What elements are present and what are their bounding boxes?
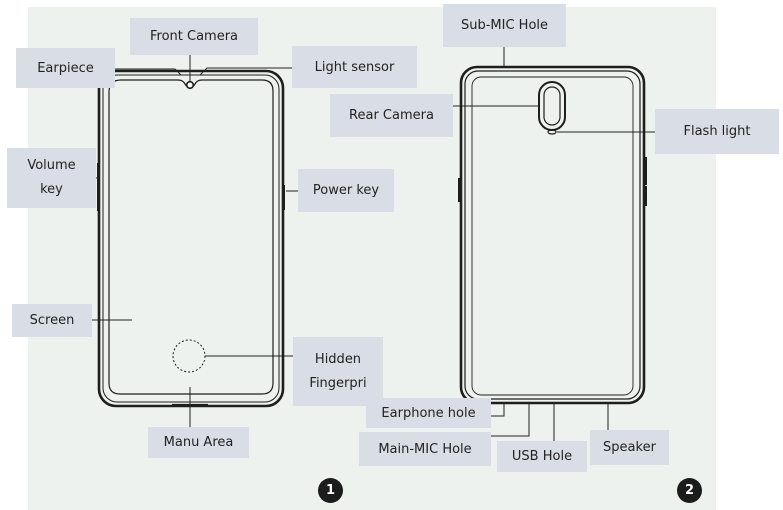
label-speaker: Speaker	[590, 430, 669, 465]
label-light-sensor: Light sensor	[292, 46, 417, 88]
label-hidden-fingerprint-line2: Fingerpri	[309, 375, 367, 391]
label-volume-key-line2: key	[40, 182, 63, 197]
label-main-mic-hole: Main-MIC Hole	[359, 432, 491, 466]
leader-main-mic	[491, 404, 530, 437]
label-volume-key: Volume key	[7, 148, 96, 208]
label-volume-key-line1: Volume	[27, 158, 76, 173]
volume-key-shape	[97, 163, 100, 211]
label-usb-hole: USB Hole	[497, 441, 587, 472]
leader-light-sensor	[199, 67, 292, 76]
phone-back	[458, 65, 647, 405]
back-side-key-right-a	[644, 157, 647, 185]
label-front-camera: Front Camera	[130, 18, 258, 55]
leader-lines	[92, 47, 655, 441]
flash-light-shape	[547, 129, 557, 135]
back-side-key-right-b	[644, 186, 647, 206]
label-earpiece: Earpiece	[16, 48, 115, 88]
label-earphone-hole: Earphone hole	[366, 398, 491, 428]
label-menu-area: Manu Area	[148, 427, 249, 458]
badge-front-view: 1	[318, 478, 343, 503]
badge-back-view: 2	[677, 478, 702, 503]
label-sub-mic-hole: Sub-MIC Hole	[443, 4, 566, 47]
label-flash-light: Flash light	[655, 109, 779, 154]
leader-earpiece	[115, 68, 182, 76]
back-body-outer	[459, 65, 646, 405]
rear-camera-inner	[543, 86, 561, 126]
label-screen: Screen	[12, 304, 92, 337]
rear-camera-outer	[538, 81, 566, 131]
fingerprint-area	[172, 339, 206, 373]
label-hidden-fingerprint: Hidden Fingerpri	[293, 337, 383, 406]
back-panel-line	[471, 76, 634, 396]
front-camera-lens	[185, 80, 195, 90]
front-body-inner	[102, 74, 280, 403]
front-screen-outline	[108, 79, 274, 395]
label-rear-camera: Rear Camera	[330, 94, 453, 137]
label-hidden-fingerprint-line1: Hidden	[314, 351, 362, 367]
back-body-inner	[464, 70, 641, 400]
label-power-key: Power key	[298, 169, 394, 212]
back-side-key-left	[458, 178, 461, 202]
power-key-shape	[282, 185, 285, 210]
leader-earphone-hole	[491, 404, 505, 417]
